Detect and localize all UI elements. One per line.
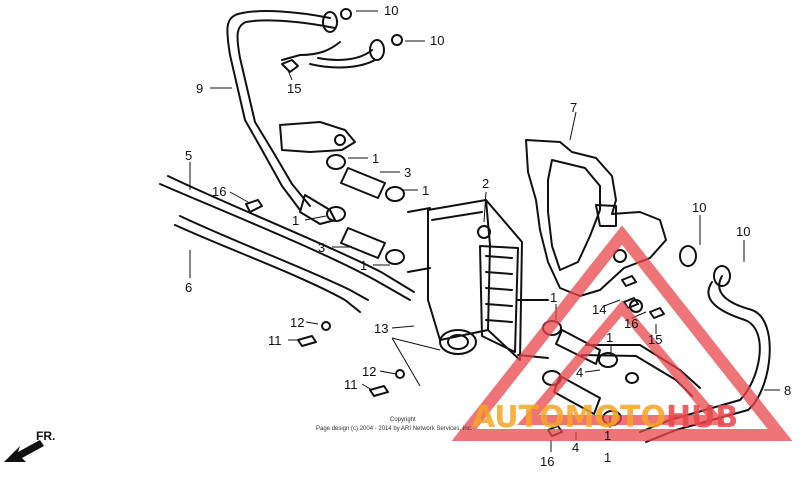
callout-label: 12 [362,364,376,379]
callout-label: 1 [550,290,557,305]
copyright-heading: Copyright [390,417,416,423]
callout-label: 6 [185,280,192,295]
front-arrow-icon [4,440,44,462]
callout-label: 10 [692,200,706,215]
callout-label: 11 [268,333,282,348]
callout-label: 7 [570,100,577,115]
callout-label: 1 [422,183,429,198]
callout-label: 5 [185,148,192,163]
callout-label: 1 [604,428,611,443]
callout-label: 14 [592,302,606,317]
watermark-logo: AUTOMOTOHUB [451,225,793,441]
callout-label: 16 [540,454,554,469]
callout-label: 3 [318,240,325,255]
callout-label: 9 [196,81,203,96]
callout-label: 13 [374,321,388,336]
callout-labels: 10 10 15 9 7 1 3 1 2 16 5 1 3 1 6 10 10 … [185,3,791,469]
callout-label: 10 [384,3,398,18]
watermark-triangle-outer [451,225,793,441]
callout-label: 16 [212,184,226,199]
callout-label: 1 [360,258,367,273]
callout-label: 4 [572,440,579,455]
watermark-text-moto: MOTO [565,400,666,435]
front-direction-indicator: FR. [4,429,55,462]
callout-label: 11 [344,377,358,392]
copyright-text: Page design (c) 2004 - 2014 by ARI Netwo… [316,426,473,432]
callout-label: 8 [784,383,791,398]
callout-label: 12 [290,315,304,330]
front-label: FR. [36,429,55,443]
callout-label: 1 [292,213,299,228]
callout-label: 15 [287,81,301,96]
callout-label: 10 [736,224,750,239]
callout-label: 2 [482,176,489,191]
watermark-text-auto: AUTO [472,400,565,435]
svg-text:AUTOMOTOHUB: AUTOMOTOHUB [472,400,738,435]
callout-label: 4 [576,365,583,380]
callout-label: 16 [624,316,638,331]
callout-label: 10 [430,33,444,48]
callout-label: 1 [606,330,613,345]
watermark-triangle-inner [517,300,727,425]
callout-label: 15 [648,332,662,347]
callout-label: 1 [372,151,379,166]
watermark-text-hub: HUB [666,400,738,435]
callout-label: 1 [604,450,611,465]
callout-label: 3 [404,165,411,180]
